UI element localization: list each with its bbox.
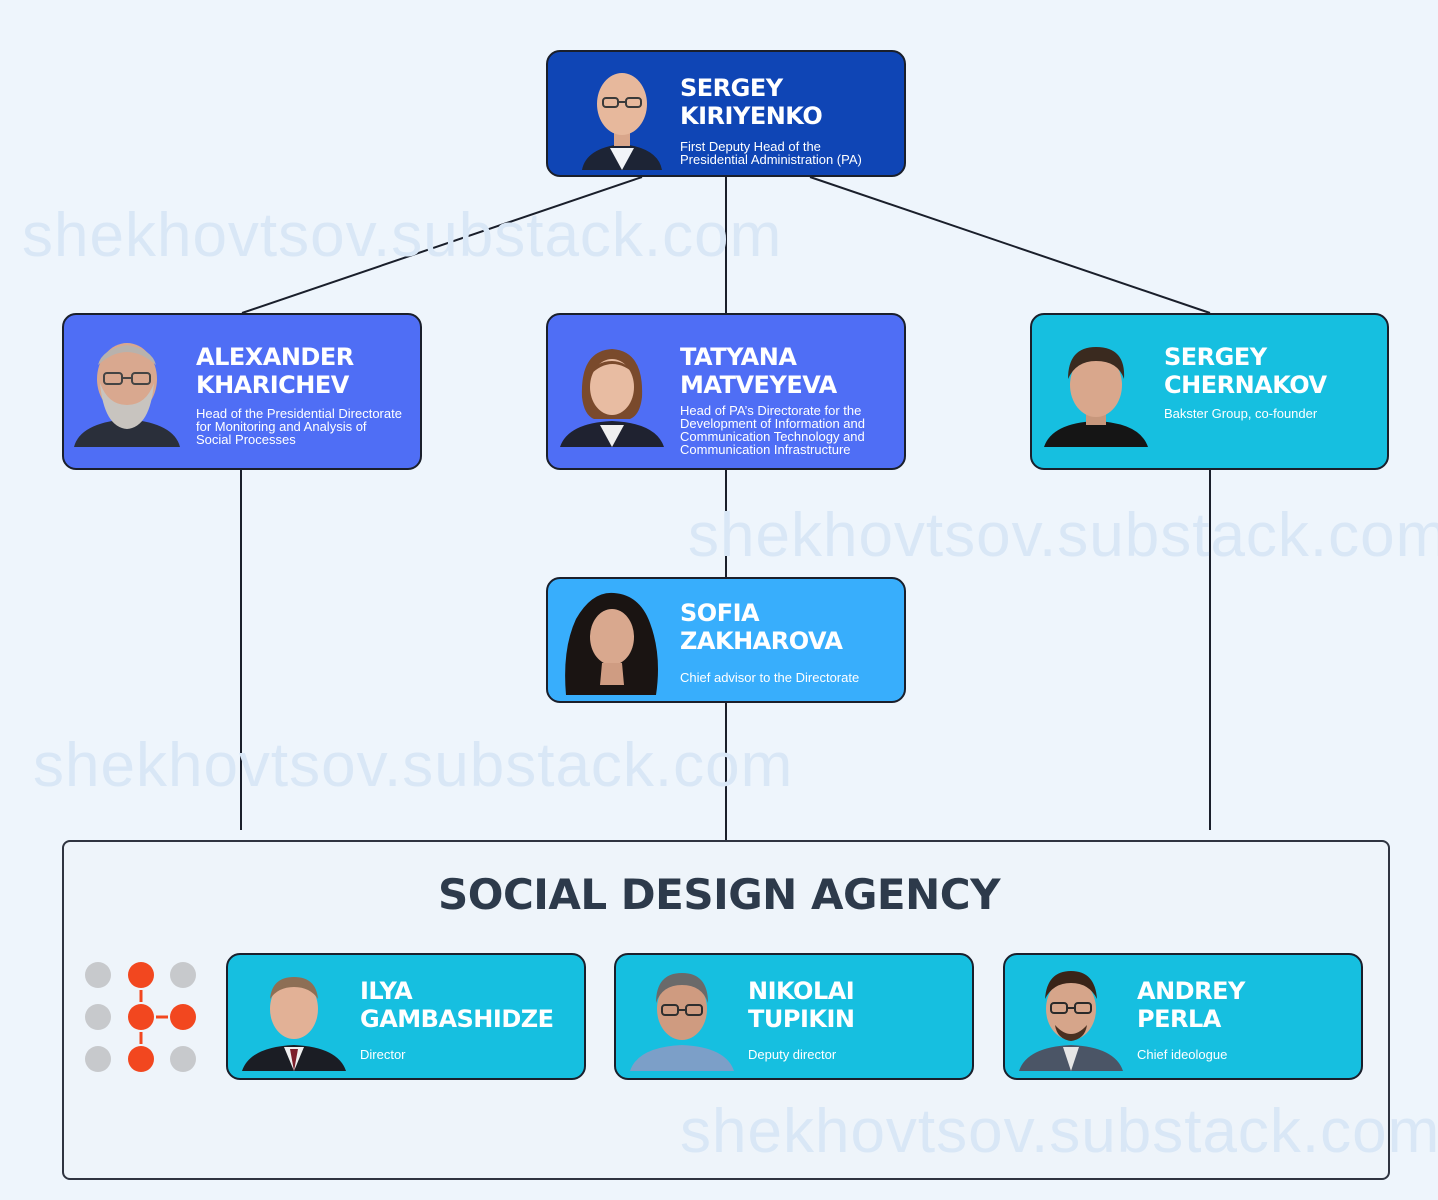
portrait-photo: [630, 973, 734, 1071]
person-role: Director: [360, 1047, 406, 1062]
person-role: Head of PA’s Directorate for the Develop…: [680, 403, 865, 457]
person-name: NIKOLAI TUPIKIN: [748, 977, 855, 1033]
person-role: Chief advisor to the Directorate: [680, 670, 860, 685]
watermark: shekhovtsov.substack.com: [33, 731, 794, 800]
portrait-photo: [565, 592, 658, 695]
link-kiriyenko-chernakov: [809, 176, 1211, 314]
person-card-perla: ANDREY PERLA Chief ideologue: [1003, 953, 1363, 1080]
person-role: Chief ideologue: [1137, 1047, 1228, 1062]
person-card-zakharova: SOFIA ZAKHAROVA Chief advisor to the Dir…: [546, 577, 906, 703]
portrait-photo: [560, 349, 664, 447]
link-kiriyenko-kharichev: [241, 176, 643, 314]
person-card-kharichev: ALEXANDER KHARICHEV Head of the Presiden…: [62, 313, 422, 470]
agency-logo: [85, 962, 196, 1072]
person-role: Bakster Group, co-founder: [1164, 406, 1318, 421]
person-name: ILYA GAMBASHIDZE: [360, 977, 554, 1033]
person-role: Head of the Presidential Directorate for…: [196, 406, 402, 447]
person-card-matveyeva: TATYANA MATVEYEVA Head of PA’s Directora…: [546, 313, 906, 470]
person-name: SERGEY KIRIYENKO: [680, 74, 823, 130]
agency-title: SOCIAL DESIGN AGENCY: [437, 870, 1001, 919]
person-card-gambashidze: ILYA GAMBASHIDZE Director: [226, 953, 586, 1080]
portrait-photo: [582, 73, 662, 170]
portrait-photo: [1044, 347, 1148, 447]
portrait-photo: [1019, 971, 1123, 1071]
person-role: First Deputy Head of the Presidential Ad…: [680, 139, 862, 167]
person-name: SERGEY CHERNAKOV: [1164, 343, 1327, 399]
watermark: shekhovtsov.substack.com: [688, 501, 1438, 570]
portrait-photo: [74, 343, 180, 447]
person-card-kiriyenko: SERGEY KIRIYENKO First Deputy Head of th…: [546, 50, 906, 177]
person-role: Deputy director: [748, 1047, 837, 1062]
person-name: SOFIA ZAKHAROVA: [680, 599, 843, 655]
portrait-photo: [242, 977, 346, 1071]
watermark: shekhovtsov.substack.com: [22, 201, 783, 270]
person-name: ALEXANDER KHARICHEV: [196, 343, 354, 399]
person-name: TATYANA MATVEYEVA: [680, 343, 837, 399]
watermark: shekhovtsov.substack.com: [680, 1097, 1438, 1166]
person-card-tupikin: NIKOLAI TUPIKIN Deputy director: [614, 953, 974, 1080]
person-card-chernakov: SERGEY CHERNAKOV Bakster Group, co-found…: [1030, 313, 1389, 470]
person-name: ANDREY PERLA: [1137, 977, 1245, 1033]
logo-dots: [85, 962, 196, 1072]
